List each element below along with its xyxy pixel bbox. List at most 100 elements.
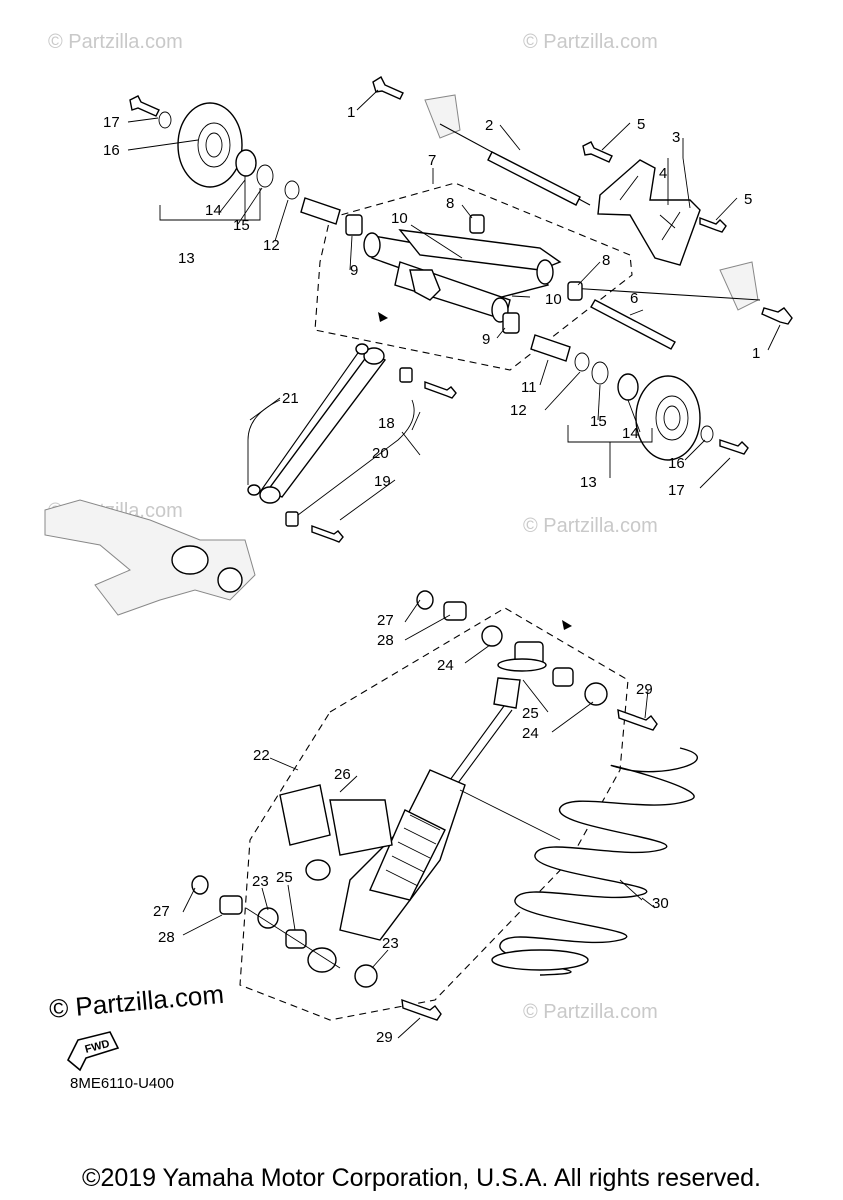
- nut: [416, 590, 434, 610]
- callout-7: 7: [428, 152, 436, 169]
- frame-stub: [424, 94, 461, 139]
- callout-14: 14: [205, 202, 222, 219]
- partzilla-logo: © Partzilla.com: [48, 979, 225, 1024]
- reservoir: [329, 799, 393, 856]
- callout-10: 10: [545, 291, 562, 308]
- callout-10: 10: [391, 210, 408, 227]
- callout-25: 25: [522, 705, 539, 722]
- leader-lines: [127, 89, 781, 1039]
- callout-24: 24: [522, 725, 539, 742]
- callout-17: 17: [668, 482, 685, 499]
- watermark: © Partzilla.com: [523, 1001, 658, 1023]
- diagram-code: 8ME6110-U400: [70, 1075, 174, 1092]
- callout-11: 11: [521, 379, 537, 396]
- coil-spring: [459, 747, 698, 976]
- collar: [502, 312, 520, 334]
- front-arm-assembly: [300, 94, 761, 630]
- callout-5: 5: [744, 191, 752, 208]
- callout-3: 3: [672, 129, 680, 146]
- collar: [469, 214, 485, 234]
- washer: [354, 964, 378, 988]
- spindle: [530, 334, 571, 362]
- left-idler-wheel: [129, 95, 300, 221]
- callout-29: 29: [376, 1029, 393, 1046]
- bolt: [582, 141, 613, 163]
- bump-stop: [493, 677, 521, 709]
- shock-absorber-assembly: [191, 590, 658, 1021]
- bolt: [761, 307, 793, 325]
- callout-28: 28: [377, 632, 394, 649]
- callout-12: 12: [263, 237, 280, 254]
- callout-30: 30: [652, 895, 669, 912]
- callout-22: 22: [253, 747, 270, 764]
- bolt: [719, 439, 749, 455]
- bushing: [443, 601, 467, 621]
- frame-fragment: [44, 499, 256, 616]
- callout-13: 13: [580, 474, 597, 491]
- partzilla-logo-text: © Partzilla.com: [48, 979, 225, 1024]
- shock-boot: [369, 809, 446, 901]
- callout-17: 17: [103, 114, 120, 131]
- shock-eye: [305, 859, 331, 881]
- cap: [355, 343, 369, 355]
- bearing: [235, 149, 257, 177]
- callout-12: 12: [510, 402, 527, 419]
- cap: [247, 484, 261, 496]
- bolt: [311, 525, 344, 543]
- bolt: [372, 75, 404, 100]
- callout-15: 15: [590, 413, 607, 430]
- callout-29: 29: [636, 681, 653, 698]
- callout-9: 9: [350, 262, 358, 279]
- arm-lug: [409, 269, 441, 301]
- washer: [158, 111, 172, 129]
- bolt: [617, 708, 658, 731]
- idler-wheel: [177, 102, 243, 188]
- collar: [567, 281, 583, 301]
- callout-27: 27: [377, 612, 394, 629]
- callout-16: 16: [103, 142, 120, 159]
- callout-23: 23: [252, 873, 269, 890]
- link-rod-assembly: [247, 343, 457, 543]
- callout-19: 19: [374, 473, 391, 490]
- callout-15: 15: [233, 217, 250, 234]
- collar: [399, 367, 413, 383]
- bushing: [552, 667, 574, 687]
- callout-16: 16: [668, 455, 685, 472]
- callout-1: 1: [347, 104, 355, 121]
- shaft: [487, 151, 581, 206]
- link-rod: [266, 351, 387, 498]
- direction-arrow: [378, 312, 388, 322]
- reservoir-label: [279, 784, 331, 846]
- callout-20: 20: [372, 445, 389, 462]
- callout-27: 27: [153, 903, 170, 920]
- copyright-notice: ©2019 Yamaha Motor Corporation, U.S.A. A…: [82, 1164, 761, 1192]
- callout-5: 5: [637, 116, 645, 133]
- circlip: [591, 361, 609, 385]
- watermark: © Partzilla.com: [523, 31, 658, 53]
- callout-9: 9: [482, 331, 490, 348]
- callout-14: 14: [622, 425, 639, 442]
- direction-arrow: [562, 620, 572, 630]
- idler-wheel: [635, 375, 701, 461]
- callouts: 1 1 2 3 4 5 5 6 7 8 8 9 9 10 10 11 12 12…: [103, 104, 760, 1046]
- callout-4: 4: [659, 165, 667, 182]
- callout-1: 1: [752, 345, 760, 362]
- bolt: [424, 381, 457, 399]
- callout-23: 23: [382, 935, 399, 952]
- callout-24: 24: [437, 657, 454, 674]
- callout-13: 13: [178, 250, 195, 267]
- callout-25: 25: [276, 869, 293, 886]
- shock-eye: [307, 947, 337, 973]
- washer: [584, 682, 608, 706]
- shaft: [590, 299, 676, 350]
- bushing: [219, 895, 243, 915]
- watermark: © Partzilla.com: [48, 31, 183, 53]
- callout-21: 21: [282, 390, 299, 407]
- callout-6: 6: [630, 290, 638, 307]
- right-idler-wheel: [567, 352, 749, 478]
- mount-bracket: [597, 159, 701, 266]
- frame-stub: [719, 261, 759, 311]
- callout-8: 8: [446, 195, 454, 212]
- washer: [257, 907, 279, 929]
